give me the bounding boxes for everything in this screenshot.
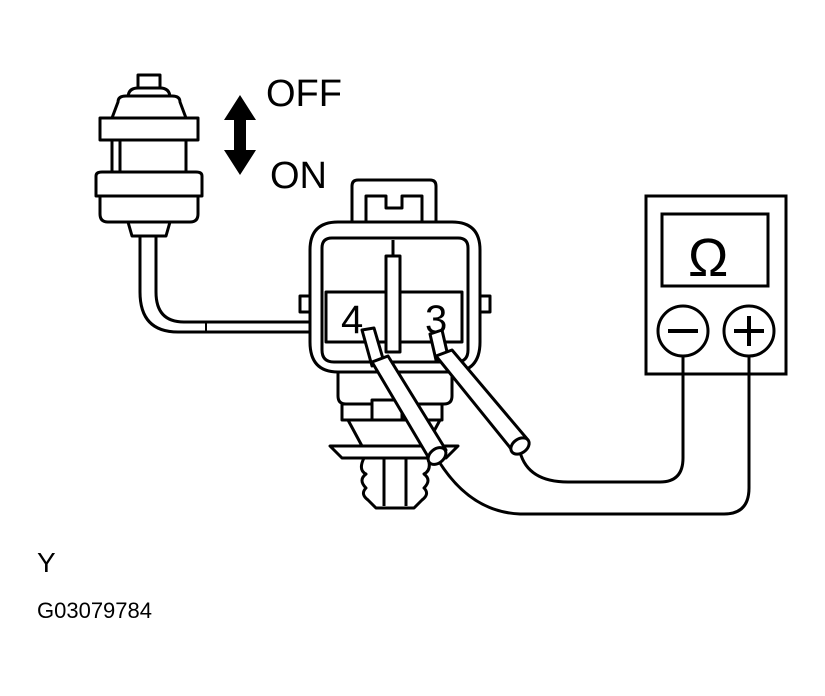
connector [298, 178, 492, 510]
caption-letter: Y [37, 547, 56, 578]
probe-positive [360, 326, 448, 466]
pressure-switch [94, 73, 204, 250]
on-label: ON [270, 155, 327, 197]
ohmmeter [644, 194, 788, 376]
off-label: OFF [266, 73, 342, 115]
pin-4-label: 4 [341, 298, 363, 342]
probe-negative [428, 328, 531, 456]
switch-cable [138, 248, 318, 334]
test-lead-wires [436, 356, 751, 516]
double-arrow-icon [224, 95, 256, 175]
plus-icon [734, 316, 764, 346]
ohm-symbol: Ω [688, 228, 728, 288]
figure-code: G03079784 [37, 598, 152, 623]
